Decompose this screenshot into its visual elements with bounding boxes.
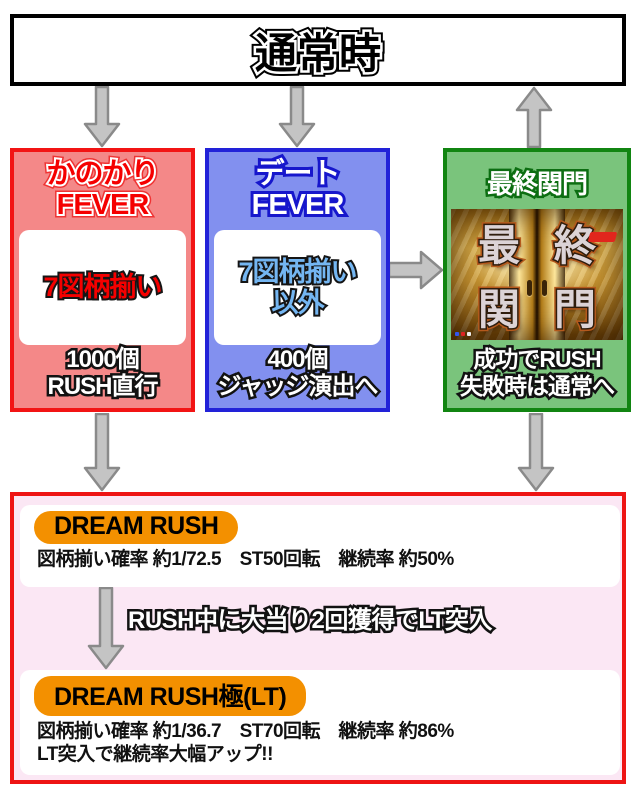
arrow-right-icon [388, 250, 444, 290]
kanokari-condition-label: 7図柄揃い [43, 272, 162, 303]
kanokari-result: 1000個 RUSH直行 [47, 346, 158, 400]
gate-kanji-grid: 最 終 関 門 [451, 209, 623, 340]
date-condition-line1: 7図柄揃い [238, 257, 357, 288]
final-gate-title-label: 最終関門 [487, 164, 588, 201]
date-fever-box: デート FEVER 7図柄揃い 以外 400個 ジャッジ演出へ [205, 148, 390, 412]
date-title-line1: デート [255, 159, 340, 191]
dream-rush-lt-label: DREAM RUSH極(LT) [54, 683, 287, 711]
date-condition-line2: 以外 [272, 288, 325, 319]
kanokari-title-line1: かのかり [46, 159, 159, 191]
final-gate-result-line1: 成功でRUSH [473, 346, 601, 373]
kanokari-result-line1: 1000個 [66, 346, 139, 373]
kanokari-title-line2: FEVER [57, 190, 150, 222]
gate-kanji-3: 関 [478, 276, 520, 337]
date-title-line2: FEVER [252, 190, 345, 222]
normal-state-box: 通常時 [10, 14, 626, 86]
dream-rush-card: DREAM RUSH 図柄揃い確率 約1/72.5 ST50回転 継続率 約50… [20, 505, 620, 587]
arrow-down-icon [87, 587, 125, 670]
date-result-line2: ジャッジ演出へ [218, 373, 379, 400]
arrow-down-icon [83, 413, 121, 492]
gate-kanji-2: 終 [554, 212, 596, 273]
normal-state-label: 通常時 [255, 20, 381, 81]
dream-rush-stats: 図柄揃い確率 約1/72.5 ST50回転 継続率 約50% [37, 549, 454, 570]
date-fever-title: デート FEVER [252, 159, 345, 229]
dream-rush-lt-card: DREAM RUSH極(LT) 図柄揃い確率 約1/36.7 ST70回転 継続… [20, 670, 620, 775]
dream-rush-lt-note: LT突入で継続率大幅アップ!! [37, 744, 273, 765]
arrow-down-icon [278, 86, 316, 148]
kanokari-result-line2: RUSH直行 [47, 373, 158, 400]
dream-rush-badge: DREAM RUSH [34, 511, 239, 544]
gate-kanji-4: 門 [554, 276, 596, 337]
gate-kanji-1: 最 [478, 212, 520, 273]
gate-ui-dots [455, 332, 471, 336]
final-gate-result-line2: 失敗時は通常へ [460, 373, 615, 400]
arrow-down-icon [83, 86, 121, 148]
final-gate-image: 最 終 関 門 [451, 209, 623, 340]
arrow-up-icon [515, 86, 553, 148]
arrow-down-icon [517, 413, 555, 492]
dream-rush-label: DREAM RUSH [54, 512, 219, 540]
lt-entry-note: RUSH中に大当り2回獲得でLT突入 [128, 600, 492, 635]
lt-entry-note-label: RUSH中に大当り2回獲得でLT突入 [128, 600, 492, 635]
gate-red-badge [587, 232, 618, 242]
final-gate-result: 成功でRUSH 失敗時は通常へ [460, 346, 615, 400]
final-gate-box: 最終関門 最 終 関 門 成功でRUSH 失敗時は通常へ [443, 148, 631, 412]
kanokari-condition-card: 7図柄揃い [19, 230, 186, 345]
date-condition-card: 7図柄揃い 以外 [214, 230, 381, 345]
kanokari-fever-title: かのかり FEVER [46, 159, 159, 229]
dream-rush-lt-badge: DREAM RUSH極(LT) [34, 676, 307, 716]
date-result: 400個 ジャッジ演出へ [218, 346, 379, 400]
dream-rush-lt-stats: 図柄揃い確率 約1/36.7 ST70回転 継続率 約86% [37, 721, 454, 742]
date-result-line1: 400個 [267, 346, 328, 373]
final-gate-title: 最終関門 [487, 162, 588, 202]
kanokari-fever-box: かのかり FEVER 7図柄揃い 1000個 RUSH直行 [10, 148, 195, 412]
